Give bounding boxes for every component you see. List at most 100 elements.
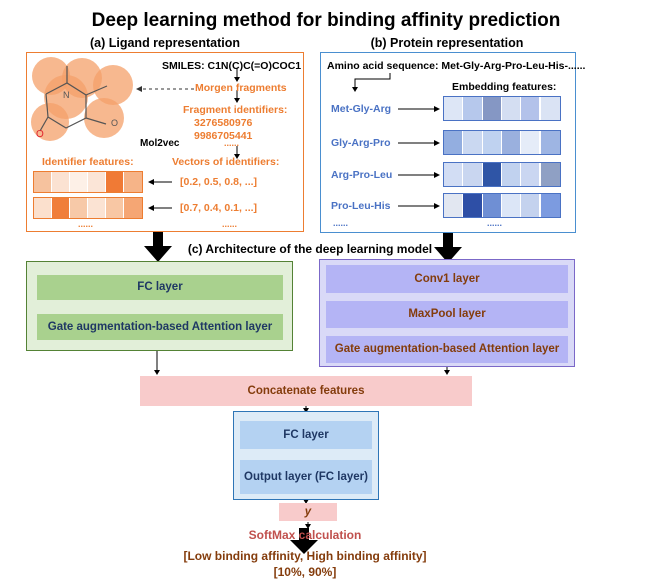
feature-cell [540, 194, 560, 217]
ligand-heading: (a) Ligand representation [89, 36, 241, 50]
feature-cell [540, 163, 560, 186]
arrowhead [154, 370, 160, 375]
feature-row-dots: ...... [78, 219, 94, 229]
identifier-features-label: Identifier features: [42, 156, 134, 168]
vector-1: [0.2, 0.5, 0.8, ...] [180, 176, 258, 188]
big-arrow-shaft [299, 528, 309, 540]
fragment-id-2: 9986705441 [194, 130, 253, 142]
feature-cell [463, 163, 483, 186]
feature-cell [521, 194, 541, 217]
feature-cell [88, 172, 106, 192]
kmer-dots: ...... [333, 218, 349, 228]
arrowhead [148, 179, 154, 185]
vector-dots: ...... [222, 219, 238, 229]
feature-cell [521, 163, 541, 186]
arrowhead [303, 408, 309, 413]
feature-cell [34, 198, 52, 218]
feature-cell [124, 198, 142, 218]
big-arrow-shaft [443, 233, 453, 247]
arrowhead [434, 203, 440, 209]
vectors-label: Vectors of identifiers: [172, 156, 280, 168]
feature-cell [106, 172, 124, 192]
feature-cell [124, 172, 142, 192]
atom-o-carbonyl: O [36, 129, 44, 140]
feature-cell [463, 131, 483, 154]
kmer-3: Arg-Pro-Leu [331, 169, 393, 181]
amino-acid-sequence: Amino acid sequence: Met-Gly-Arg-Pro-Leu… [327, 60, 586, 72]
protein-attention-layer: Gate augmentation-based Attention layer [326, 336, 568, 363]
big-arrow-shaft [153, 232, 163, 246]
feature-cell [444, 163, 464, 186]
feature-cell [540, 97, 560, 120]
kmer-2: Gly-Arg-Pro [331, 137, 391, 149]
atom-n: N [63, 90, 70, 100]
feature-cell [34, 172, 52, 192]
embedding-dots: ...... [487, 218, 503, 228]
feature-cell [501, 163, 522, 186]
bond-line [85, 85, 108, 96]
arrowhead [234, 154, 240, 159]
arrowhead [434, 172, 440, 178]
fragment-ids-label: Fragment identifiers: [183, 104, 288, 116]
arrowhead [303, 499, 309, 504]
bond-line [85, 117, 107, 125]
fragment-id-1: 3276580976 [194, 117, 253, 129]
big-arrow-head [144, 246, 172, 262]
identifier-feature-row-1 [33, 171, 143, 193]
feature-cell [482, 131, 502, 154]
concatenate-features: Concatenate features [140, 376, 472, 406]
arrowhead [234, 77, 240, 82]
identifier-feature-row-2 [33, 197, 143, 219]
conv1-layer: Conv1 layer [326, 265, 568, 293]
embedding-features-label: Embedding features: [452, 81, 557, 93]
feature-cell [106, 198, 124, 218]
feature-cell [70, 198, 88, 218]
arrowhead [352, 87, 358, 92]
feature-cell [501, 131, 522, 154]
arrowhead [434, 106, 440, 112]
arrowhead [444, 370, 450, 375]
feature-cell [52, 198, 70, 218]
fragment-circle [93, 65, 133, 105]
feature-cell [444, 131, 464, 154]
feature-cell [521, 97, 541, 120]
result-values: [10%, 90%] [273, 565, 337, 579]
feature-cell [482, 97, 502, 120]
feature-cell [482, 163, 502, 186]
sequence-arrow [354, 73, 391, 88]
page-title: Deep learning method for binding affinit… [91, 10, 561, 31]
feature-cell [501, 194, 522, 217]
fragment-dots: ...... [224, 138, 240, 148]
embedding-row-3 [443, 162, 561, 187]
big-arrow-head [290, 540, 318, 554]
output-y: y [279, 503, 337, 521]
morgen-fragments-label: Morgen fragments [195, 82, 287, 94]
mol2vec-label: Mol2vec [140, 138, 180, 149]
vector-2: [0.7, 0.4, 0.1, ...] [180, 202, 258, 214]
maxpool-layer: MaxPool layer [326, 301, 568, 328]
ligand-fc-layer: FC layer [37, 275, 283, 300]
feature-cell [482, 194, 502, 217]
atom-o-ring: O [111, 118, 119, 128]
fragment-circle [84, 98, 124, 138]
feature-cell [463, 194, 483, 217]
kmer-4: Pro-Leu-His [331, 200, 391, 212]
architecture-heading: (c) Architecture of the deep learning mo… [187, 242, 433, 256]
big-arrow-head [434, 247, 462, 263]
smiles-label: SMILES: C1N(C)C(=O)COC1 [162, 60, 302, 72]
feature-cell [540, 131, 560, 154]
ligand-attention-layer: Gate augmentation-based Attention layer [37, 314, 283, 340]
feature-cell [88, 198, 106, 218]
fc-layer: FC layer [240, 421, 372, 449]
bond-line [39, 116, 49, 132]
feature-cell [52, 172, 70, 192]
arrowhead [234, 98, 240, 103]
morgen-arrowhead [136, 86, 142, 92]
embedding-row-2 [443, 130, 561, 155]
output-layer: Output layer (FC layer) [240, 460, 372, 494]
fragment-circle [44, 75, 88, 119]
result-labels: [Low binding affinity, High binding affi… [183, 549, 427, 563]
embedding-row-4 [443, 193, 561, 218]
